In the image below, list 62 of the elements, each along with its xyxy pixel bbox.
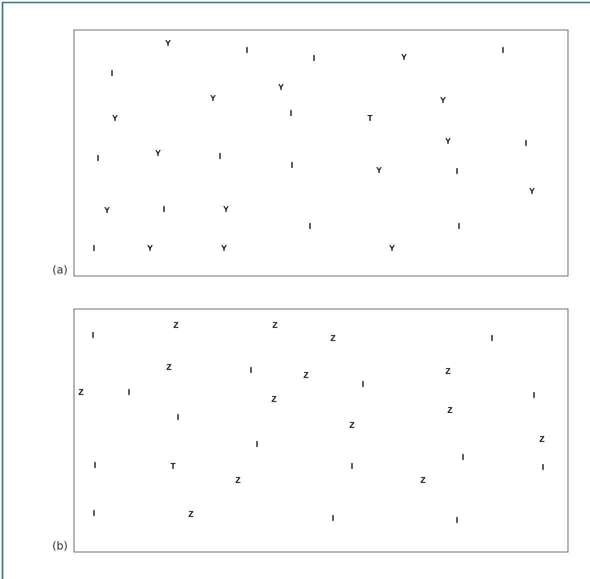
- letter: Z: [350, 422, 354, 428]
- letter: Y: [210, 95, 216, 101]
- letter: I: [458, 223, 460, 229]
- letter: I: [219, 153, 221, 159]
- letter: Y: [147, 245, 153, 251]
- letter: I: [525, 140, 527, 146]
- letter: Z: [304, 372, 308, 378]
- letter: Z: [272, 396, 276, 402]
- letter: I: [332, 515, 334, 521]
- letter: I: [256, 441, 258, 447]
- letter: I: [93, 245, 95, 251]
- letter: Y: [401, 54, 407, 60]
- letter: Z: [446, 368, 450, 374]
- letter: Y: [376, 167, 382, 173]
- letter: Y: [389, 245, 395, 251]
- letter: Z: [166, 364, 172, 370]
- letter: Z: [330, 335, 336, 341]
- letter: I: [291, 162, 293, 168]
- letter: I: [309, 223, 311, 229]
- letter: Z: [448, 407, 452, 413]
- letter: I: [250, 367, 252, 373]
- letter: I: [533, 392, 535, 398]
- letter: I: [456, 517, 458, 523]
- letter: I: [128, 389, 130, 395]
- letter: I: [246, 47, 248, 53]
- letter: I: [542, 464, 544, 470]
- letter: I: [92, 332, 94, 338]
- letter: I: [456, 168, 458, 174]
- letter: I: [502, 47, 504, 53]
- letter: Y: [223, 206, 229, 212]
- letter: Y: [155, 150, 161, 156]
- letter: I: [97, 155, 99, 161]
- letter: I: [93, 510, 95, 516]
- letter: Z: [420, 477, 426, 483]
- letter: Y: [104, 207, 110, 213]
- panel-label: (b): [53, 541, 67, 551]
- letter: Z: [540, 436, 544, 442]
- letter: I: [177, 414, 179, 420]
- letter: Y: [278, 84, 284, 90]
- letter: Z: [174, 322, 178, 328]
- letter: Y: [221, 245, 227, 251]
- panel-label: (a): [53, 265, 67, 275]
- letter: I: [491, 335, 493, 341]
- letter: I: [111, 70, 113, 76]
- letter: I: [313, 55, 315, 61]
- letter: Z: [78, 389, 84, 395]
- letter: Y: [529, 188, 535, 194]
- letter: T: [368, 115, 372, 121]
- letter: I: [462, 454, 464, 460]
- letter: Z: [236, 477, 240, 483]
- letter: Z: [272, 322, 278, 328]
- letter: Y: [445, 138, 451, 144]
- letter: Y: [440, 97, 446, 103]
- letter: I: [163, 206, 165, 212]
- letter: Y: [112, 115, 118, 121]
- letter: I: [351, 463, 353, 469]
- letter: Z: [188, 511, 194, 517]
- letter: Y: [165, 40, 171, 46]
- letter: I: [94, 462, 96, 468]
- letter: I: [290, 110, 292, 116]
- letter: I: [362, 381, 364, 387]
- letter: T: [170, 463, 176, 469]
